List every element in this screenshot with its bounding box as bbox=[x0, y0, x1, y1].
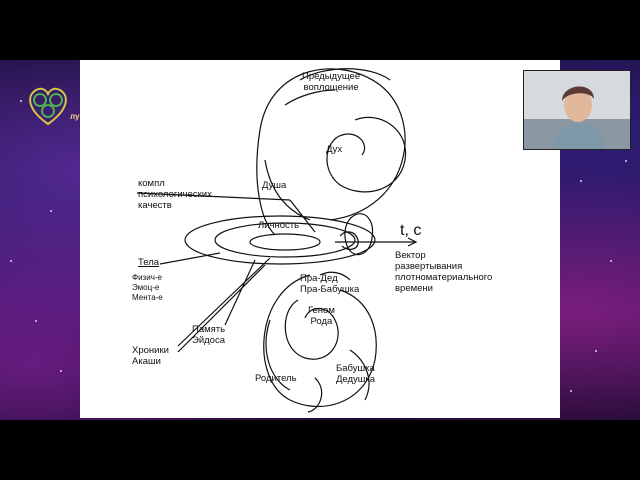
pointer-eidos bbox=[224, 259, 256, 326]
upper-spiral-band bbox=[299, 68, 391, 81]
label-grandparents: Бабушка Дедушка bbox=[336, 363, 376, 385]
label-spirit: Дух bbox=[326, 144, 343, 155]
presenter-webcam bbox=[523, 70, 631, 150]
upper-spiral-inner bbox=[326, 116, 407, 193]
label-eidos-memory: Память Эйдоса bbox=[192, 324, 226, 346]
diagram-drawing bbox=[136, 68, 418, 413]
heart-spiral-logo bbox=[24, 84, 72, 128]
label-previous-incarnation: Предыдущее воплощение bbox=[302, 71, 361, 93]
letterbox-top bbox=[0, 0, 640, 60]
personality-disc-inner bbox=[249, 233, 321, 251]
right-loop bbox=[344, 213, 374, 256]
personality-disc-outer bbox=[184, 215, 376, 265]
pointer-bodies bbox=[159, 252, 221, 265]
personality-disc-mid bbox=[214, 222, 356, 258]
label-personality: Личность bbox=[258, 220, 300, 231]
lower-spiral-outer bbox=[263, 274, 377, 408]
label-bodies: Тела bbox=[138, 257, 160, 268]
lower-spiral-inner bbox=[284, 299, 339, 360]
pointer-akashic bbox=[177, 257, 271, 347]
logo-text: лу bbox=[70, 112, 80, 121]
label-parent: Родитель bbox=[255, 373, 297, 384]
slide: Предыдущее воплощение Дух Душа компл пси… bbox=[80, 60, 560, 418]
label-soul: Душа bbox=[262, 180, 287, 191]
label-bodies-list: Физич-е Эмоц-е Мента-е bbox=[132, 273, 163, 302]
label-vector: Вектор развертывания плотноматериального… bbox=[395, 250, 493, 294]
label-genome: Геном Рода bbox=[308, 305, 335, 327]
label-tc: t, c bbox=[400, 222, 422, 239]
label-complex: компл психологических качеств bbox=[138, 178, 212, 211]
letterbox-bottom bbox=[0, 420, 640, 480]
pointer-complex bbox=[136, 192, 291, 201]
label-akashic: Хроники Акаши bbox=[132, 345, 169, 367]
label-great-grandparents: Пра-Дед Пра-Бабушка bbox=[300, 273, 360, 295]
